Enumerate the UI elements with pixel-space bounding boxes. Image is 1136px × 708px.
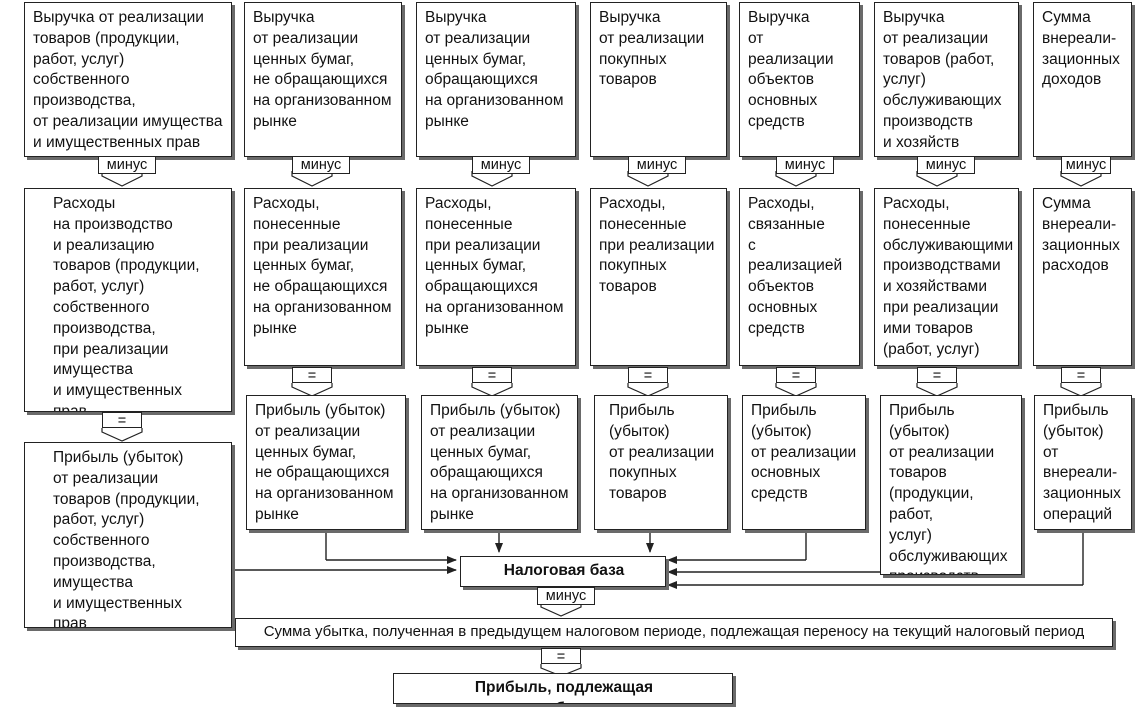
- revenue-service-facilities: Выручка от реализации товаров (работ, ус…: [874, 2, 1019, 157]
- minus-label: минус: [292, 156, 350, 174]
- loss-carryforward: Сумма убытка, полученная в предыдущем на…: [235, 618, 1113, 647]
- equals-label: =: [628, 367, 668, 384]
- profit-service-facilities: Прибыль (убыток) от реализации товаров (…: [880, 395, 1022, 575]
- expenses-own-production: Расходы на производство и реализацию тов…: [24, 188, 232, 412]
- equals-label: =: [917, 367, 957, 384]
- expenses-securities-unlisted: Расходы, понесенные при реализации ценны…: [244, 188, 402, 366]
- profit-own-production: Прибыль (убыток) от реализации товаров (…: [24, 442, 232, 628]
- equals-label: =: [292, 367, 332, 384]
- revenue-purchased-goods: Выручка от реализации покупных товаров: [590, 2, 727, 157]
- tax-base: Налоговая база: [460, 556, 666, 587]
- profit-fixed-assets: Прибыль (убыток) от реализации основных …: [742, 395, 866, 530]
- minus-label: минус: [1061, 156, 1111, 174]
- revenue-fixed-assets: Выручка от реализации объектов основных …: [739, 2, 860, 157]
- profit-non-operating: Прибыль (убыток) от внереали- зационных …: [1034, 395, 1132, 530]
- minus-label: минус: [776, 156, 834, 174]
- equals-label: =: [541, 648, 581, 665]
- revenue-own-production: Выручка от реализации товаров (продукции…: [24, 2, 232, 157]
- minus-label: минус: [628, 156, 686, 174]
- revenue-securities-listed: Выручка от реализации ценных бумаг, обра…: [416, 2, 576, 157]
- equals-label: =: [472, 367, 512, 384]
- taxable-profit: Прибыль, подлежащая налогообложению: [393, 673, 733, 704]
- revenue-non-operating: Сумма внереали- зационных доходов: [1033, 2, 1132, 157]
- minus-label: минус: [537, 587, 595, 605]
- expenses-fixed-assets: Расходы, связанные с реализацией объекто…: [739, 188, 860, 366]
- minus-label: минус: [917, 156, 975, 174]
- expenses-non-operating: Сумма внереали- зационных расходов: [1033, 188, 1132, 366]
- profit-securities-listed: Прибыль (убыток) от реализации ценных бу…: [421, 395, 578, 530]
- revenue-securities-unlisted: Выручка от реализации ценных бумаг, не о…: [244, 2, 402, 157]
- profit-purchased-goods: Прибыль (убыток) от реализации покупных …: [594, 395, 728, 530]
- minus-label: минус: [472, 156, 530, 174]
- minus-label: минус: [98, 156, 156, 174]
- expenses-purchased-goods: Расходы, понесенные при реализации покуп…: [590, 188, 727, 366]
- equals-label: =: [1061, 367, 1101, 384]
- profit-securities-unlisted: Прибыль (убыток) от реализации ценных бу…: [246, 395, 406, 530]
- expenses-service-facilities: Расходы, понесенные обслуживающими произ…: [874, 188, 1019, 366]
- equals-label: =: [776, 367, 816, 384]
- equals-label: =: [102, 412, 142, 429]
- expenses-securities-listed: Расходы, понесенные при реализации ценны…: [416, 188, 576, 366]
